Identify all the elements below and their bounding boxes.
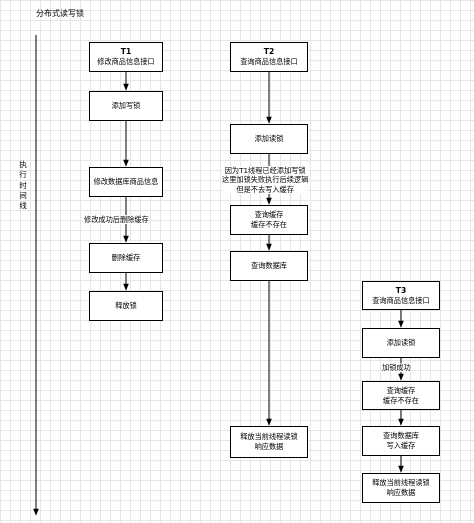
t1-update-db-box[interactable]: 修改数据库商品信息 xyxy=(89,167,163,197)
t1-header: T1 xyxy=(120,47,132,57)
t3-add-read-lock-label: 添加读锁 xyxy=(386,338,416,348)
t1-add-write-lock-label: 添加写锁 xyxy=(111,101,141,111)
t3-lock-success-label: 加锁成功 xyxy=(382,363,411,373)
t1-interface-label: 修改商品信息接口 xyxy=(97,57,155,67)
t3-query-cache-box[interactable]: 查询缓存 缓存不存在 xyxy=(362,381,440,410)
t2-add-read-lock-box[interactable]: 添加读锁 xyxy=(230,124,308,154)
t1-release-lock-label: 释放锁 xyxy=(115,301,137,311)
t3-query-cache-line-1: 查询缓存 xyxy=(386,385,416,395)
t3-interface-box[interactable]: T3 查询商品信息接口 xyxy=(362,281,440,310)
t3-query-db-box[interactable]: 查询数据库 写入缓存 xyxy=(362,426,440,456)
t2-query-db-label: 查询数据库 xyxy=(251,261,287,271)
diagram-title: 分布式读写锁 xyxy=(36,9,84,18)
t2-release-line-2: 响应数据 xyxy=(254,442,284,451)
t3-interface-label: 查询商品信息接口 xyxy=(372,295,430,305)
t3-query-db-line-2: 写入缓存 xyxy=(386,441,416,450)
t3-header: T3 xyxy=(395,285,407,295)
t2-note-line-2: 这里加锁失败执行后续逻辑 xyxy=(222,175,309,185)
t2-query-db-box[interactable]: 查询数据库 xyxy=(230,251,308,281)
time-axis-label: 执行时间线 xyxy=(19,160,27,210)
t1-update-db-label: 修改数据库商品信息 xyxy=(93,177,159,187)
t2-note-line-1: 因为T1线程已经添加写锁 xyxy=(224,166,306,175)
t2-header: T2 xyxy=(263,47,275,57)
t2-query-cache-line-2: 缓存不存在 xyxy=(251,220,287,229)
t2-query-cache-box[interactable]: 查询缓存 缓存不存在 xyxy=(230,205,308,235)
t2-lock-fail-note: 因为T1线程已经添加写锁 这里加锁失败执行后续逻辑 但是不去写入缓存 xyxy=(222,166,309,195)
t2-release-lock-box[interactable]: 释放当前线程读锁 响应数据 xyxy=(230,426,308,458)
t1-release-lock-box[interactable]: 释放锁 xyxy=(89,291,163,321)
t3-release-lock-box[interactable]: 释放当前线程读锁 响应数据 xyxy=(362,473,440,503)
t1-add-write-lock-box[interactable]: 添加写锁 xyxy=(89,91,163,121)
t2-release-line-1: 释放当前线程读锁 xyxy=(240,432,298,442)
t1-delete-cache-label: 删除缓存 xyxy=(111,253,141,263)
t3-query-db-line-1: 查询数据库 xyxy=(383,431,419,441)
t1-interface-box[interactable]: T1 修改商品信息接口 xyxy=(89,42,163,72)
t1-after-update-label: 修改成功后删除缓存 xyxy=(84,215,149,225)
t2-note-line-3: 但是不去写入缓存 xyxy=(236,184,294,194)
t3-release-line-2: 响应数据 xyxy=(386,488,416,497)
t2-interface-label: 查询商品信息接口 xyxy=(240,57,298,67)
t1-delete-cache-box[interactable]: 删除缓存 xyxy=(89,243,163,273)
t3-release-line-1: 释放当前线程读锁 xyxy=(372,478,430,488)
t2-query-cache-line-1: 查询缓存 xyxy=(254,210,284,220)
t2-add-read-lock-label: 添加读锁 xyxy=(254,134,284,144)
t3-query-cache-line-2: 缓存不存在 xyxy=(383,395,419,405)
t3-add-read-lock-box[interactable]: 添加读锁 xyxy=(362,328,440,358)
t2-interface-box[interactable]: T2 查询商品信息接口 xyxy=(230,42,308,72)
